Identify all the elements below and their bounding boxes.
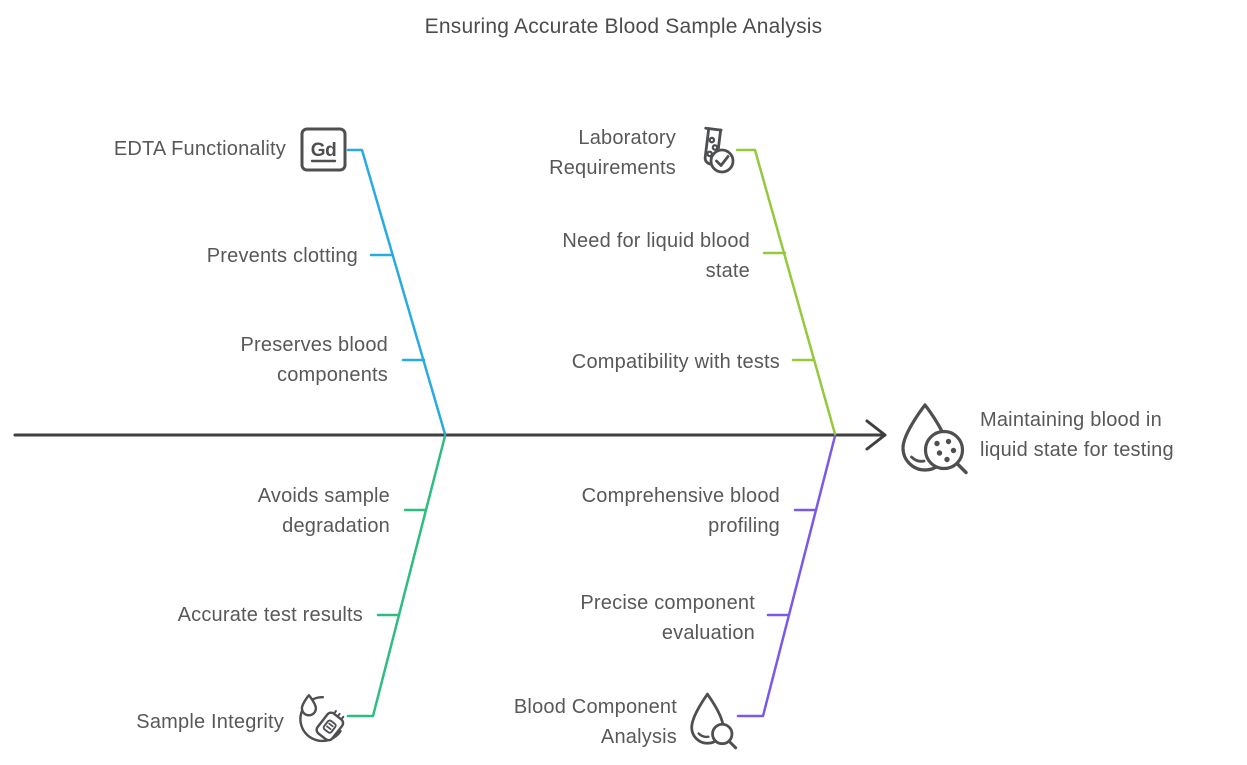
branch-line-integrity [346,434,447,718]
cause-item-preserves-components: Preserves blood components [240,334,388,386]
branch-line-laboratory [735,148,837,436]
blood-drop-magnifier-cells-icon [896,401,974,484]
cause-item-prevents-clotting: Prevents clotting [206,245,358,267]
blood-drop-magnifier-icon [688,690,738,757]
cause-item-need-liquid-state: Need for liquid blood state [562,230,750,282]
cause-item-compatibility-tests: Compatibility with tests [571,351,780,373]
diagram-title: Ensuring Accurate Blood Sample Analysis [424,15,823,38]
cause-item-accurate-results: Accurate test results [177,604,363,626]
cause-item-comprehensive-profiling: Comprehensive blood profiling [581,485,780,537]
effect-label: Maintaining blood in liquid state for te… [980,409,1174,461]
test-tube-check-icon [691,125,735,180]
blood-bag-cycle-icon [294,692,348,751]
cause-item-avoids-degradation: Avoids sample degradation [257,485,390,537]
branch-label-integrity: Sample Integrity [136,711,284,733]
branch-label-edta: EDTA Functionality [113,138,286,160]
branch-line-analysis [736,434,837,718]
svg-text:Gd: Gd [311,140,336,161]
branch-line-edta [346,148,447,436]
spine-arrowhead-icon [865,419,887,451]
branch-label-analysis: Blood Component Analysis [513,696,677,748]
gd-symbol-box-icon: Gd [300,127,347,177]
branch-label-laboratory: Laboratory Requirements [549,127,676,179]
cause-item-precise-evaluation: Precise component evaluation [580,592,755,644]
